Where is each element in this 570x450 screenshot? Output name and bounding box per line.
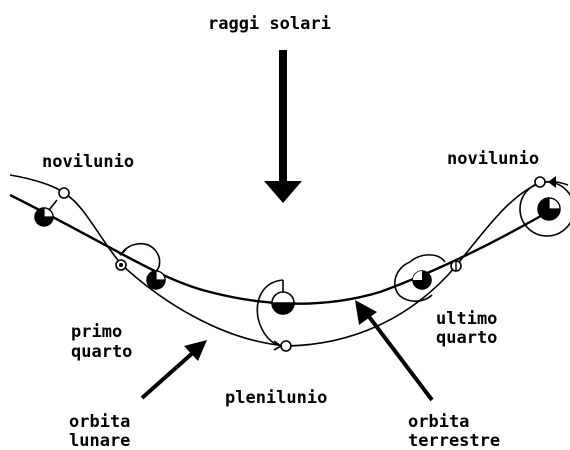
lunar-orbit-pointer-arrow	[140, 340, 207, 400]
first-quarter-label-line2: quarto	[71, 342, 132, 362]
last-quarter-label-line2: quarto	[436, 328, 497, 348]
last-quarter-moon	[394, 254, 462, 302]
new-moon-left	[34, 187, 70, 227]
last-quarter-label-line1: ultimo	[436, 309, 497, 329]
first-quarter-moon	[115, 242, 166, 290]
sun-rays-label: raggi solari	[208, 14, 331, 34]
earth-orbit-pointer-arrow	[355, 300, 434, 402]
new-moon-right-label: novilunio	[447, 149, 539, 169]
first-quarter-label-line1: primo	[71, 322, 122, 342]
earth-orbit-label-line1: orbita	[408, 412, 469, 432]
earth-orbit-path	[9, 193, 561, 305]
new-moon-right	[519, 176, 570, 237]
lunar-orbit-label-line1: orbita	[69, 412, 130, 432]
new-moon-left-label: novilunio	[42, 152, 134, 172]
lunar-orbit-path	[9, 174, 569, 347]
full-moon-label: plenilunio	[225, 388, 327, 408]
lunar-orbit-label-line2: lunare	[69, 431, 130, 450]
full-moon	[256, 279, 296, 352]
sun-rays-arrow	[264, 50, 302, 203]
earth-orbit-label-line2: terrestre	[408, 431, 500, 450]
